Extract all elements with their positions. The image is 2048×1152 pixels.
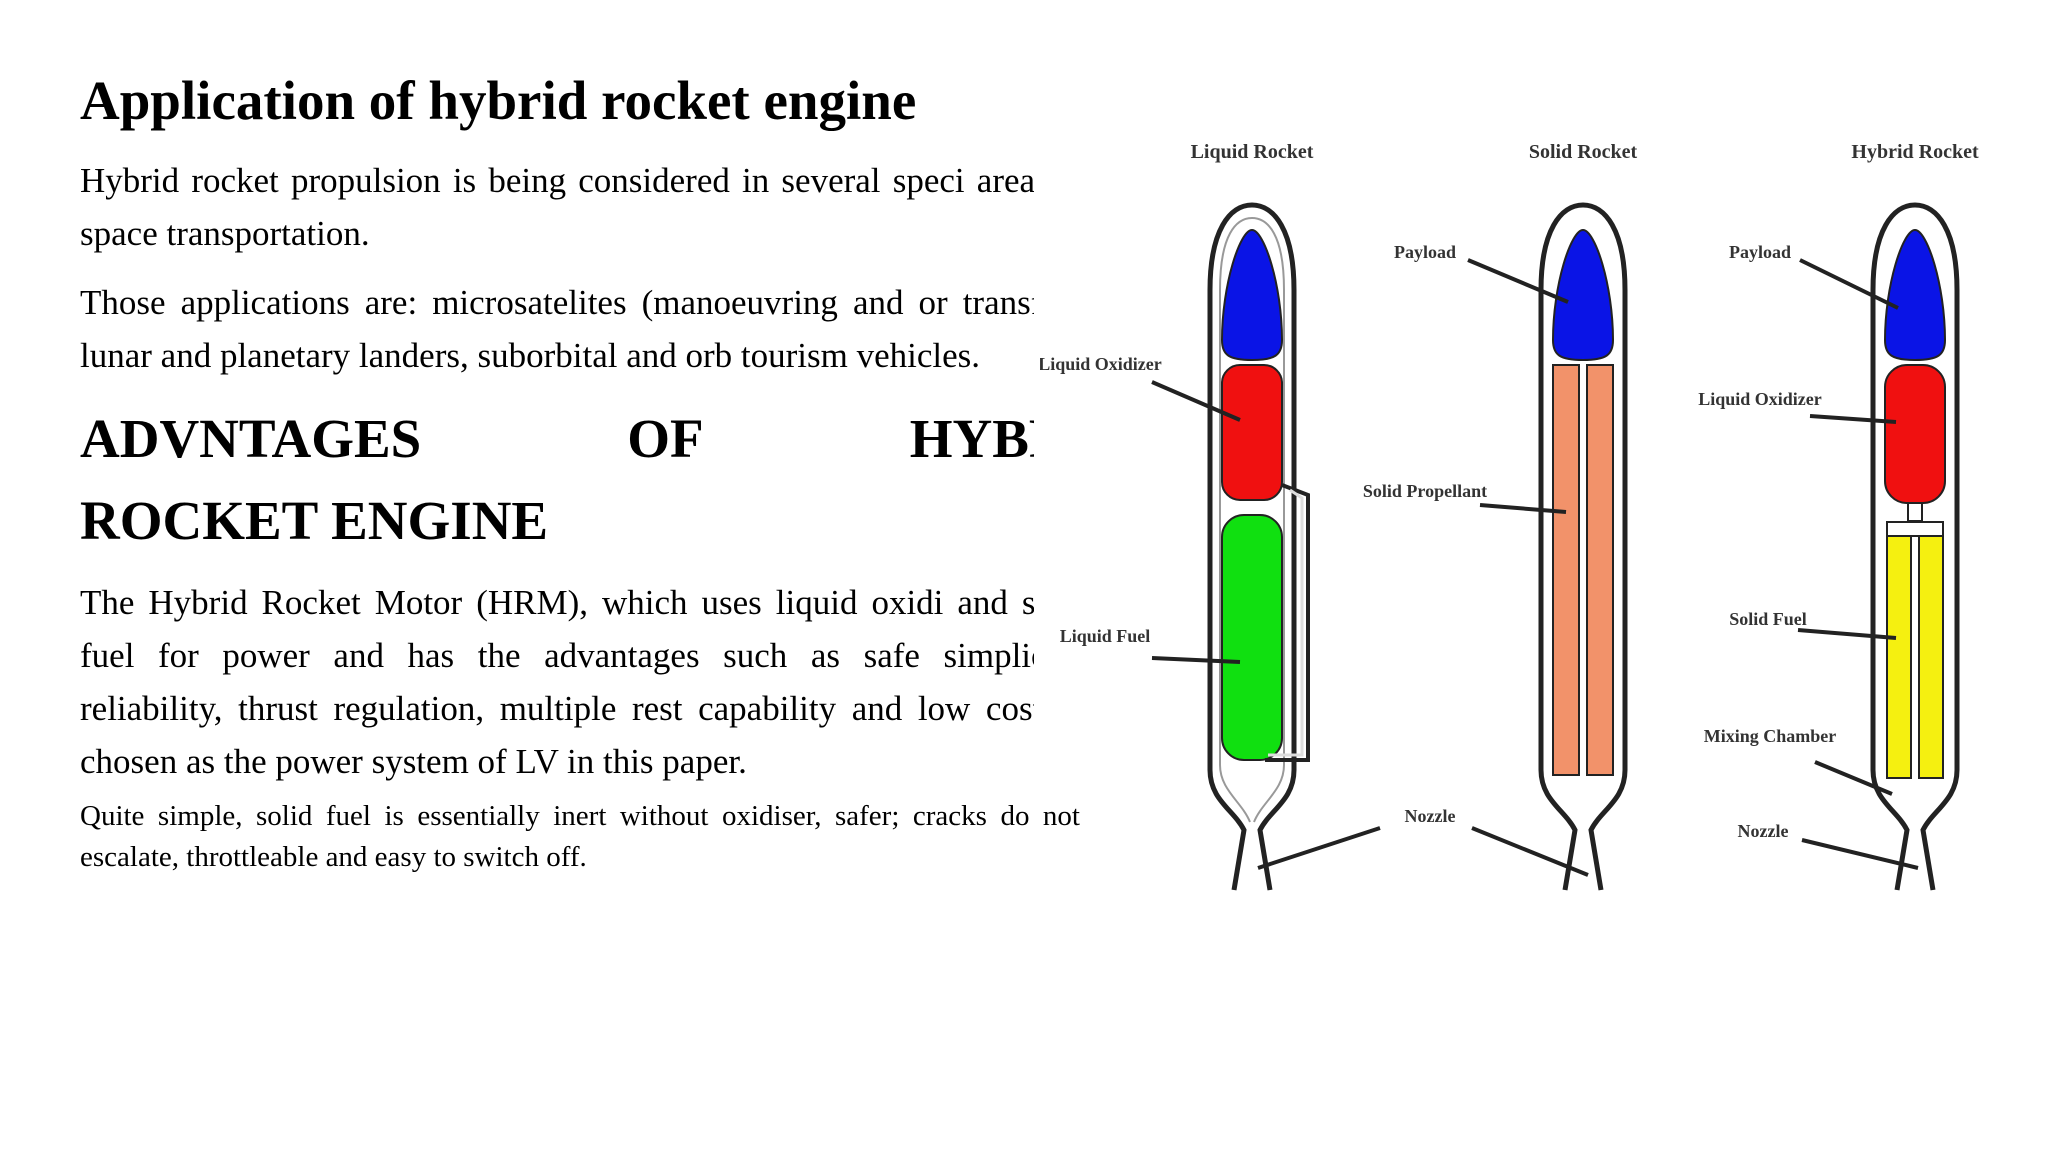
solid-nozzle-label: Nozzle xyxy=(1405,806,1456,826)
rocket-comparison-diagram: Liquid Rocket Solid Rocket Hybrid Rocket… xyxy=(1040,141,1979,891)
mixing-chamber-label: Mixing Chamber xyxy=(1704,726,1837,746)
solid-rocket-title: Solid Rocket xyxy=(1529,141,1638,163)
liquid-oxidizer-label: Liquid Oxidizer xyxy=(1040,354,1162,374)
hybrid-solid-fuel-label: Solid Fuel xyxy=(1729,609,1807,629)
paragraph-applications: Those applications are: microsatelites (… xyxy=(80,283,1034,375)
text-column: Application of hybrid rocket engine Hybr… xyxy=(80,60,1080,878)
text-clip-area: Application of hybrid rocket engine Hybr… xyxy=(80,60,1034,788)
hybrid-rocket-title: Hybrid Rocket xyxy=(1851,141,1979,163)
liquid-rocket: Liquid Oxidizer Liquid Fuel xyxy=(1040,202,1381,891)
page-title: Application of hybrid rocket engine xyxy=(80,70,917,131)
solid-payload-label: Payload xyxy=(1394,242,1456,262)
paragraph-summary: Quite simple, solid fuel is essentially … xyxy=(80,800,1080,873)
liquid-fuel-label: Liquid Fuel xyxy=(1060,626,1151,646)
hybrid-rocket: Payload Liquid Oxidizer Solid Fuel Mixin… xyxy=(1698,202,1960,891)
heading-word: OF xyxy=(627,408,704,469)
advantages-heading: ADVNTAGES OF HYBRI ROCKET ENGINE xyxy=(80,398,1034,562)
heading-line-2: ROCKET ENGINE xyxy=(80,490,549,551)
paragraph-hrm: The Hybrid Rocket Motor (HRM), which use… xyxy=(80,583,1034,781)
solid-rocket: Payload Solid Propellant Nozzle xyxy=(1363,202,1628,891)
solid-propellant-label: Solid Propellant xyxy=(1363,481,1487,501)
paragraph-intro: Hybrid rocket propulsion is being consid… xyxy=(80,161,1034,253)
heading-word: ADVNTAGES xyxy=(80,408,422,469)
liquid-rocket-title: Liquid Rocket xyxy=(1191,141,1314,163)
heading-word: HYBRI xyxy=(909,408,1034,469)
hybrid-nozzle-label: Nozzle xyxy=(1738,821,1789,841)
hybrid-payload-label: Payload xyxy=(1729,242,1791,262)
hybrid-oxidizer-label: Liquid Oxidizer xyxy=(1698,389,1822,409)
